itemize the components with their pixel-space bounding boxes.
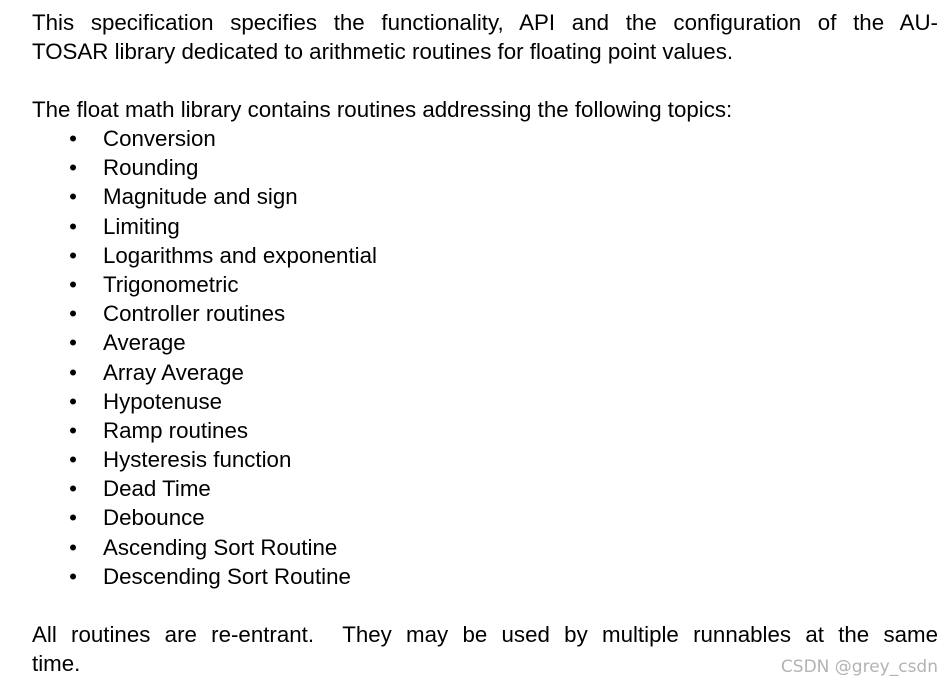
topic-list-item: • Ascending Sort Routine — [32, 533, 938, 562]
bullet-icon: • — [69, 242, 77, 268]
topic-label: Controller routines — [103, 301, 286, 327]
intro-line-2: TOSAR library dedicated to arithmetic ro… — [32, 39, 734, 64]
bullet-icon: • — [69, 417, 77, 443]
paragraph-spacer — [32, 66, 938, 95]
bullet-icon: • — [69, 447, 77, 473]
topic-list-item: • Average — [32, 328, 938, 357]
topics-list: •Conversion•Rounding•Magnitude and sign•… — [32, 124, 938, 591]
topic-list-item: • Descending Sort Routine — [32, 562, 938, 591]
bullet-icon: • — [69, 126, 77, 151]
bullet-icon: • — [69, 301, 77, 327]
topic-label: Ramp routines — [103, 417, 248, 443]
topic-list-item: • Dead Time — [32, 474, 938, 503]
bullet-icon: • — [69, 330, 77, 356]
topic-label: Average — [103, 330, 186, 356]
bullet-icon: • — [69, 534, 77, 560]
intro-line-1: This specification specifies the functio… — [32, 10, 938, 35]
topics-intro: The float math library contains routines… — [32, 97, 733, 122]
bullet-icon: • — [69, 563, 77, 589]
topic-list-item: • Ramp routines — [32, 416, 938, 445]
bullet-icon: • — [69, 359, 77, 385]
topic-list-item: • Conversion — [32, 124, 938, 153]
topic-label: Trigonometric — [103, 271, 239, 297]
topic-list-item: • Hysteresis function — [32, 445, 938, 474]
topic-list-item: • Array Average — [32, 358, 938, 387]
bullet-icon: • — [69, 155, 77, 181]
bullet-icon: • — [69, 184, 77, 210]
topic-list-item: • Rounding — [32, 153, 938, 182]
bullet-icon: • — [69, 213, 77, 239]
reentrant-line-2: time. — [32, 651, 81, 676]
watermark: CSDN @grey_csdn — [780, 657, 938, 677]
topic-label: Descending Sort Routine — [103, 563, 351, 589]
topic-label: Logarithms and exponential — [103, 242, 377, 268]
topic-list-item: • Logarithms and exponential — [32, 241, 938, 270]
topic-label: Magnitude and sign — [103, 184, 298, 210]
topic-list-item: • Magnitude and sign — [32, 182, 938, 211]
topic-list-item: • Controller routines — [32, 299, 938, 328]
topic-label: Conversion — [103, 126, 216, 151]
topic-label: Dead Time — [103, 476, 211, 502]
paragraph-spacer — [32, 591, 938, 620]
bullet-icon: • — [69, 388, 77, 414]
topic-label: Limiting — [103, 213, 180, 239]
topic-list-item: • Limiting — [32, 212, 938, 241]
topic-label: Ascending Sort Routine — [103, 534, 338, 560]
topic-label: Rounding — [103, 155, 199, 181]
topic-label: Hypotenuse — [103, 388, 222, 414]
reentrant-paragraph: All routines are re-entrant. They may be… — [32, 620, 938, 678]
document-body: This specification specifies the functio… — [32, 8, 938, 678]
topic-label: Array Average — [103, 359, 244, 385]
intro-paragraph: This specification specifies the functio… — [32, 8, 938, 66]
topic-list-item: • Debounce — [32, 503, 938, 532]
topic-list-item: • Hypotenuse — [32, 387, 938, 416]
bullet-icon: • — [69, 505, 77, 531]
topic-list-item: • Trigonometric — [32, 270, 938, 299]
bullet-icon: • — [69, 271, 77, 297]
topic-label: Hysteresis function — [103, 447, 292, 473]
reentrant-line-1: All routines are re-entrant. They may be… — [32, 622, 938, 647]
bullet-icon: • — [69, 476, 77, 502]
topic-label: Debounce — [103, 505, 205, 531]
